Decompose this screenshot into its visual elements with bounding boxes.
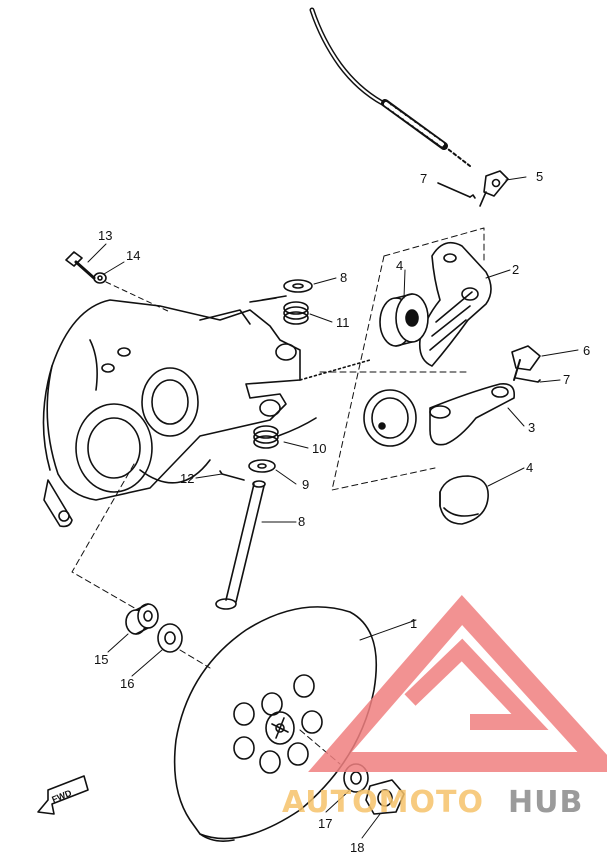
callout-14: 14 (126, 248, 140, 263)
washer-top (283, 279, 313, 293)
callout-labels: 1 2 3 4 4 5 6 7 7 8 8 9 10 11 12 13 14 1… (50, 169, 590, 855)
cotter-pin-top (437, 182, 476, 199)
callout-15: 15 (94, 652, 108, 667)
callout-13: 13 (98, 228, 112, 243)
adjust-bolt (511, 345, 541, 381)
callout-7-right: 7 (563, 372, 570, 387)
fwd-label: FWD (50, 788, 73, 805)
watermark-text-right: HUB (508, 785, 583, 820)
callout-7-top: 7 (420, 171, 427, 186)
roller-bottom (439, 475, 489, 525)
callout-4-top: 4 (396, 258, 403, 273)
nut-18 (365, 779, 405, 815)
cam-ring (363, 389, 417, 447)
cotter-pin-12 (219, 470, 245, 481)
callout-8-shaft: 8 (298, 514, 305, 529)
watermark-logo: AUTOMOTO HUB (282, 594, 607, 820)
callout-1: 1 (410, 616, 417, 631)
callout-12: 12 (180, 471, 194, 486)
hub-housing (42, 299, 371, 528)
brake-cable (309, 7, 471, 167)
callout-6: 6 (583, 343, 590, 358)
roller-top (379, 293, 429, 347)
cam-arm (429, 382, 516, 446)
callout-11: 11 (336, 315, 350, 330)
callout-17: 17 (318, 816, 332, 831)
cotter-pin-right (515, 377, 541, 383)
assembly-outline (319, 227, 485, 491)
callout-4-bottom: 4 (526, 460, 533, 475)
spring-10 (253, 417, 317, 449)
spring-11 (249, 295, 309, 325)
bolt-13 (65, 251, 96, 280)
nut-14 (93, 272, 107, 284)
callout-8-top: 8 (340, 270, 347, 285)
callout-18: 18 (350, 840, 364, 855)
callout-5: 5 (536, 169, 543, 184)
fwd-arrow (37, 775, 89, 815)
washer-9 (248, 459, 276, 473)
callout-10: 10 (312, 441, 326, 456)
leader-lines (87, 176, 579, 839)
brake-plate (418, 241, 492, 367)
callout-9: 9 (302, 477, 309, 492)
pivot-shaft (215, 480, 266, 610)
watermark-text-left: AUTOMOTO (282, 785, 484, 820)
callout-2: 2 (512, 262, 519, 277)
callout-3: 3 (528, 420, 535, 435)
cable-end-joint (479, 170, 509, 207)
washer-16 (157, 623, 183, 653)
callout-16: 16 (120, 676, 134, 691)
collar-15 (125, 603, 159, 635)
brake-disc (173, 606, 378, 842)
